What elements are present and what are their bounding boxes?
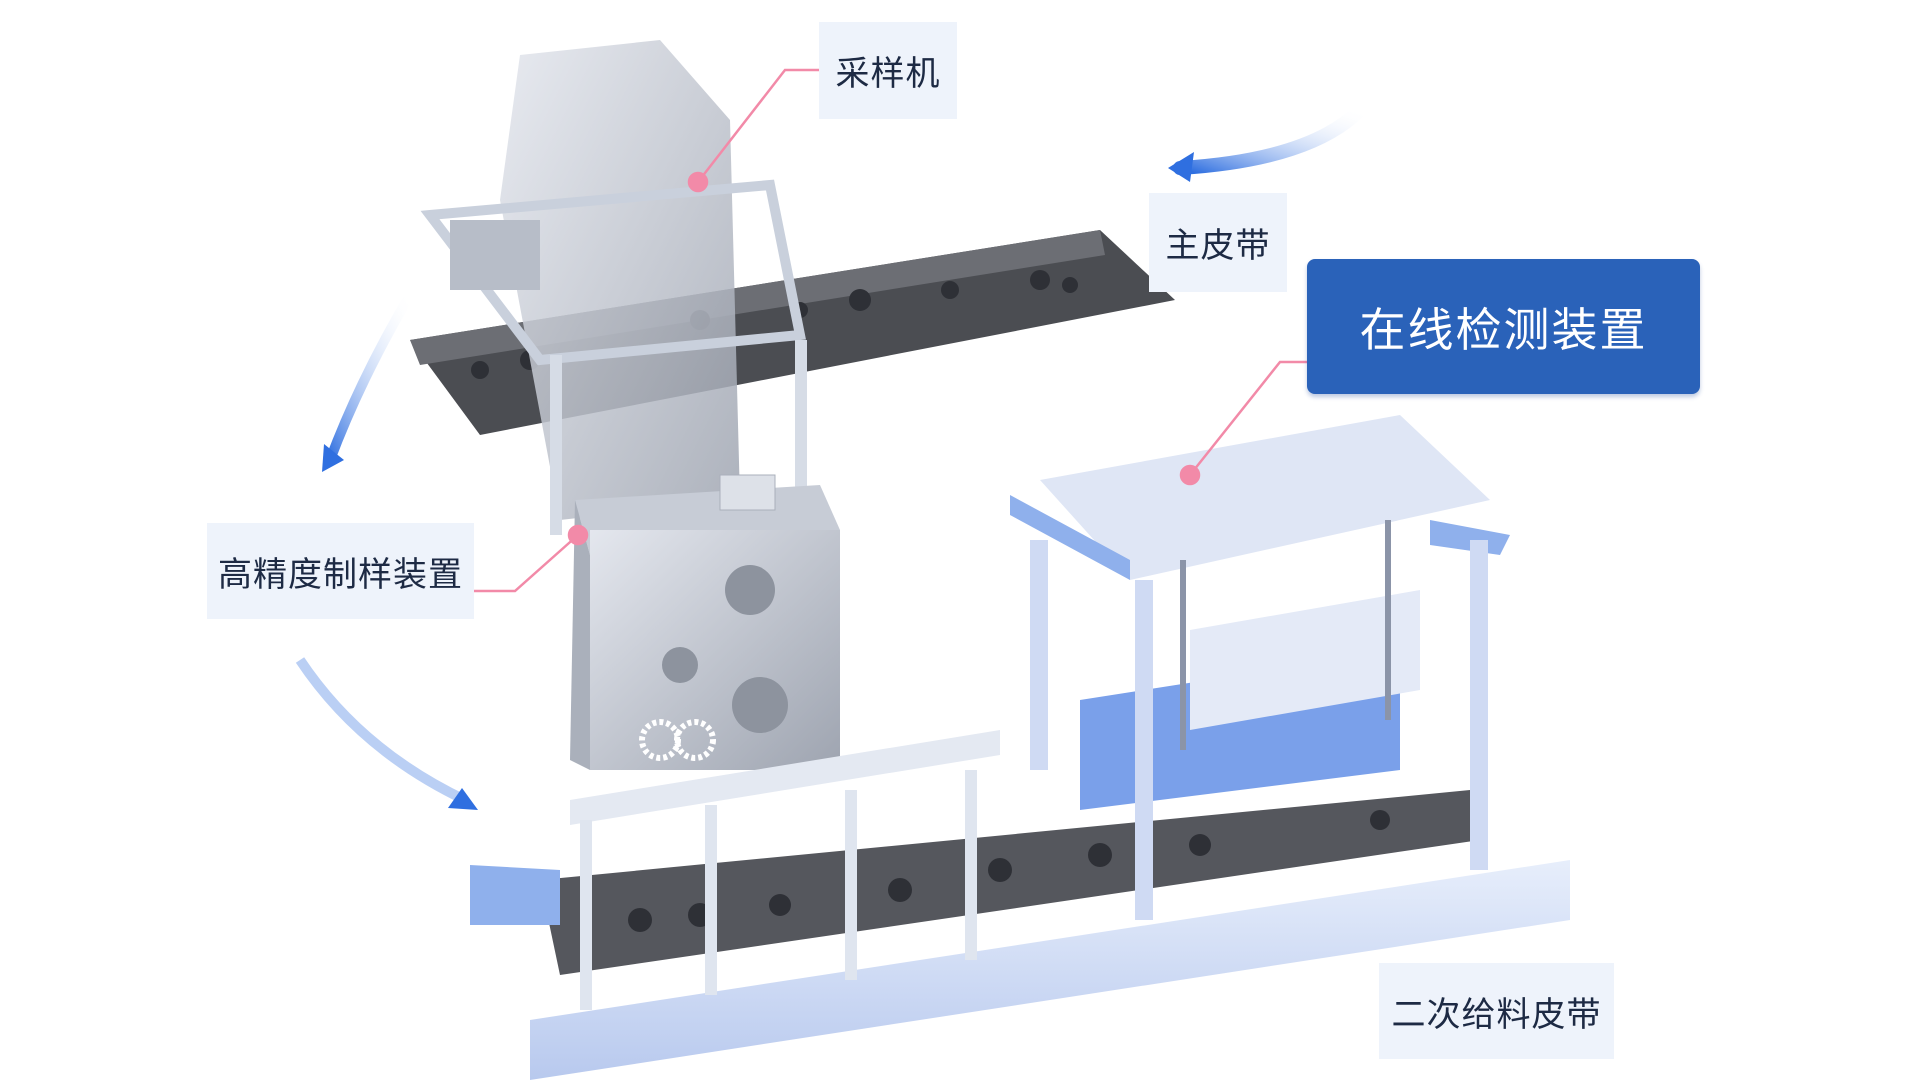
flow-arrow-main xyxy=(1168,103,1367,182)
label-sample-prep: 高精度制样装置 xyxy=(207,523,474,619)
online-detector-machine xyxy=(1010,415,1510,920)
flow-arrow-to-belt xyxy=(295,657,478,810)
label-main-belt: 主皮带 xyxy=(1149,193,1287,292)
label-online-detector: 在线检测装置 xyxy=(1307,259,1700,394)
sampler-machine xyxy=(420,40,807,535)
flow-arrow-down-left xyxy=(322,292,415,472)
leader-lines xyxy=(474,68,1307,593)
label-secondary-belt: 二次给料皮带 xyxy=(1379,963,1614,1059)
secondary-belt xyxy=(470,730,1570,1080)
sample-prep-machine xyxy=(570,474,840,770)
label-sampler: 采样机 xyxy=(819,22,957,119)
